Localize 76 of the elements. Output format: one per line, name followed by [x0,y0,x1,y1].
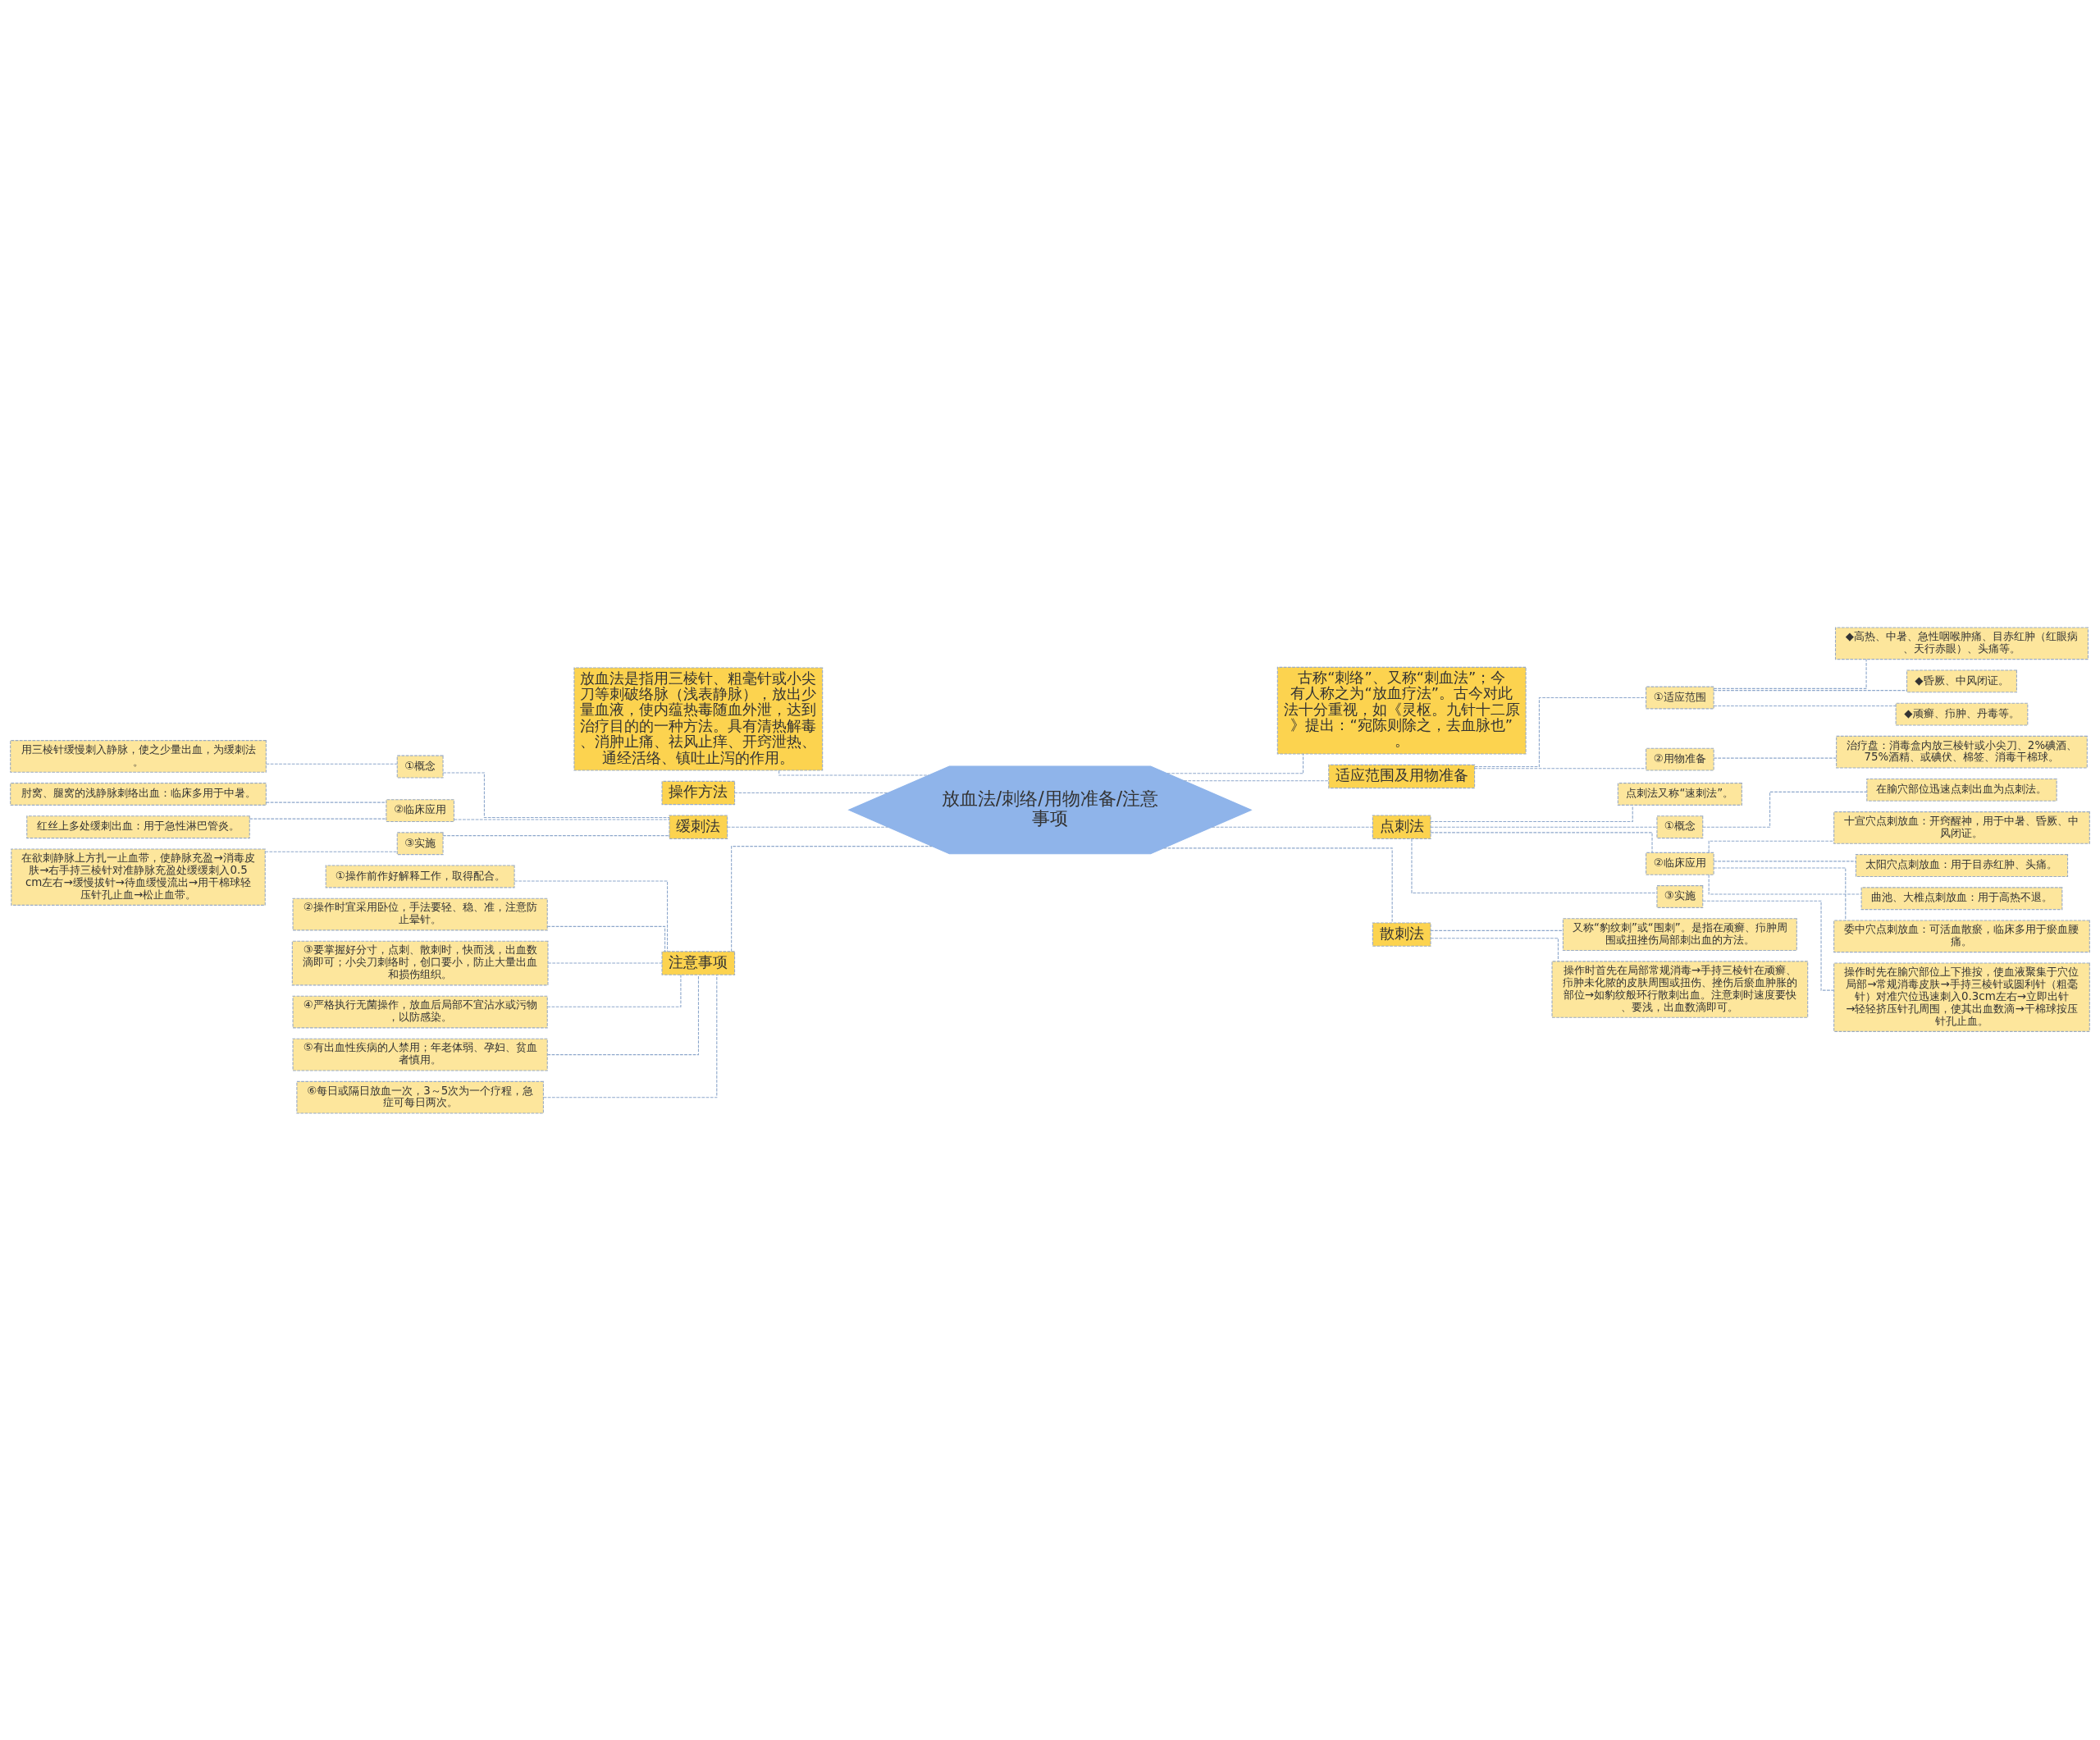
connector [265,763,398,765]
node-box: ◆顽癣、疖肿、丹毒等。 [1895,702,2029,726]
connector [1474,696,1647,767]
node-box: 适应范围及用物准备 [1328,764,1476,788]
connector [1430,831,1653,853]
connector [1713,689,1908,691]
connector [264,851,398,852]
node-box: ①操作前作好解释工作，取得配合。 [325,865,515,888]
connector [731,845,933,952]
node-box: ◆高热、中暑、急性咽喉肿痛、目赤红肿（红眼病、天行赤眼）、头痛等。 [1834,626,2089,660]
connector [1713,757,1837,759]
node-box: ②临床应用 [1646,852,1714,875]
node-box: ⑤有出血性疾病的人禁用；年老体弱、孕妇、贫血者慎用。 [292,1038,548,1071]
connector [778,770,929,776]
node-box: ②用物准备 [1646,747,1714,771]
node-box: 十宣穴点刺放血：开窍醒神，用于中暑、昏厥、中风闭证。 [1833,811,2090,844]
node-box: 又称“豹纹刺”或“围刺”。是指在顽癣、疖肿周围或扭挫伤局部刺出血的方法。 [1562,917,1797,951]
node-box: 曲池、大椎点刺放血：用于高热不退。 [1860,886,2063,910]
connector [1411,838,1658,893]
connector [1713,705,1897,706]
connector [727,826,888,828]
node-box: 治疗盘：消毒盒内放三棱针或小尖刀、2%碘酒、75%酒精、或碘伏、棉签、消毒干棉球。 [1836,735,2088,769]
connector [734,792,888,793]
node-box: 太阳穴点刺放血：用于目赤红肿、头痛。 [1855,853,2069,877]
connector [547,962,663,964]
node-box: ③实施 [396,831,444,855]
connector [1183,779,1330,781]
connector [265,801,387,803]
connector [514,879,669,952]
node-box: ③要掌握好分寸，点刺、散刺时，快而浅，出血数滴即可；小尖刀刺络时，创口要小，防止大量出血和损伤组织。 [291,940,549,985]
node-box: ②临床应用 [386,798,454,822]
connector [454,818,670,820]
node-box: ①概念 [1656,815,1704,838]
node-box: 缓刺法 [669,815,728,839]
node-box: 点刺法又称“速刺法”。 [1617,782,1742,806]
connector [546,925,666,952]
node-box: 点刺法 [1372,815,1431,839]
connector [1474,767,1647,769]
node-box: 用三棱针缓慢刺入静脉，使之少量出血，为缓刺法。 [10,739,267,773]
node-box: 操作时首先在局部常规消毒→手持三棱针在顽癣、疖肿未化脓的皮肤周围或扭伤、挫伤后瘀血肿胀的部位→如豹纹般环行散刺出血。注意刺时速度要快、要浅，出血数滴即可。 [1551,960,1809,1018]
connector [1430,929,1564,931]
node-box: ⑥每日或隔日放血一次，3～5次为一个疗程，急症可每日两次。 [296,1080,544,1114]
connector [1713,860,1856,861]
node-box: ②操作时宜采用卧位，手法要轻、稳、准，注意防止晕针。 [292,897,548,930]
connector [1163,847,1393,923]
node-box: 委中穴点刺放血：可活血散瘀，临床多用于瘀血腰痛。 [1833,919,2090,952]
node-box: 注意事项 [661,950,736,975]
connector [546,974,682,1007]
node-box: 散刺法 [1372,921,1431,947]
node-box: ④严格执行无菌操作，放血后局部不宜沾水或污物，以防感染。 [292,995,548,1028]
connector [1430,804,1633,822]
node-box: ③实施 [1656,884,1704,908]
connector [1713,866,1847,920]
node-box: 肘窝、腿窝的浅静脉刺络出血：临床多用于中暑。 [10,782,267,806]
node-box: 在欲刺静脉上方扎一止血带，使静脉充盈→消毒皮肤→右手持三棱针对准静脉充盈处缓缓刺入0.5cm左右→缓慢拔针→待血缓慢流出→用干棉球轻压针孔止血→松止血带。 [11,847,266,906]
connector [249,818,387,820]
node-box: ①概念 [396,755,444,778]
connector [1211,826,1373,828]
node-box: 放血法是指用三棱针、粗毫针或小尖刀等刺破络脉（浅表静脉），放出少量血液，使内蕴热毒随血外泄，达到治疗目的的一种方法。具有清热解毒、消肿止痛、祛风止痒、开窍泄热、通经活络、镇吐止泻的作用。 [573,667,824,771]
connector [442,834,670,836]
connector [1713,658,1867,689]
connector [1430,826,1658,828]
node-box: ①适应范围 [1646,686,1714,709]
node-box: 古称“刺络”、又称“刺血法”；今有人称之为“放血疗法”。古今对此法十分重视，如《灵枢。九针十二原》提出：“宛陈则除之，去血脉也”。 [1276,666,1527,754]
node-box: ◆昏厥、中风闭证。 [1906,669,2017,692]
node-box: 红丝上多处缓刺出血：用于急性淋巴管炎。 [26,815,250,838]
connector [1708,874,1862,895]
connector [1702,791,1868,828]
connector [543,974,718,1098]
node-box: 在腧穴部位迅速点刺出血为点刺法。 [1866,778,2057,801]
connector [1430,937,1559,961]
node-box: 操作方法 [661,780,736,805]
node-box: 操作时先在腧穴部位上下推按，使血液聚集于穴位局部→常规消毒皮肤→手持三棱针或圆利针（粗毫针）对准穴位迅速刺入0.3cm左右→立即出针→轻轻挤压针孔周围，使其出血数滴→干棉球按压针孔止血。 [1833,962,2090,1032]
connector [1708,840,1835,853]
connector [442,771,670,818]
connector [546,974,700,1055]
